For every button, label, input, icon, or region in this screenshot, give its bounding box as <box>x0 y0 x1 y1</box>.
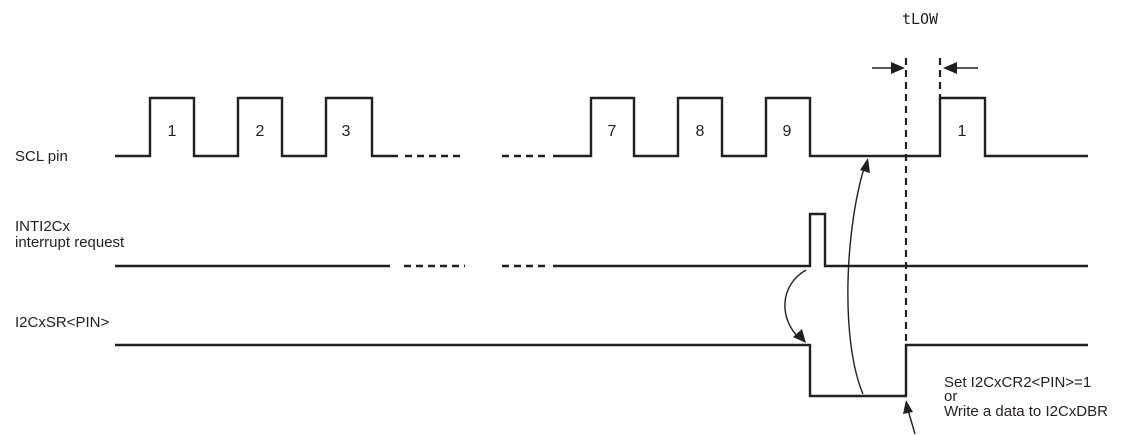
note-line-write-data: Write a data to I2CxDBR <box>944 403 1108 420</box>
inti2c-label-line2: interrupt request <box>15 234 125 251</box>
pin-flag-waveform <box>115 343 1088 398</box>
scl-pulse-number: 8 <box>696 123 705 140</box>
tlow-label: tLOW <box>902 10 939 28</box>
note-line-set-pin: Set I2CxCR2<PIN>=1 <box>944 374 1091 391</box>
interrupt-to-pin-arrow <box>784 269 807 340</box>
scl-pulse-number: 3 <box>342 123 351 140</box>
inti2c-waveform <box>115 212 1088 268</box>
pin-to-scl-arrow <box>847 161 867 395</box>
software-action-arrowhead <box>903 400 913 414</box>
scl-wave-left <box>115 96 398 158</box>
pin-to-scl-arrowhead <box>860 158 870 173</box>
scl-pulse-number: 2 <box>256 123 265 140</box>
scl-pulse-number: 9 <box>783 123 792 140</box>
pin-flag-label: I2CxSR<PIN> <box>15 314 109 331</box>
inti2c-label-line1: INTI2Cx <box>15 218 71 235</box>
scl-pin-label: SCL pin <box>15 148 68 165</box>
interrupt-to-pin-arrowhead <box>793 329 806 343</box>
scl-pulse-number: 7 <box>608 123 617 140</box>
scl-pulse-number: 1 <box>958 123 967 140</box>
scl-waveform <box>115 96 1088 158</box>
note-line-or: or <box>944 388 957 405</box>
inti2c-wave-right <box>553 212 1088 268</box>
software-action-arrow <box>907 409 916 435</box>
scl-pulse-number: 1 <box>168 123 177 140</box>
tlow-left-arrowhead <box>891 62 905 74</box>
scl-wave-right <box>553 96 1088 158</box>
tlow-right-arrowhead <box>943 62 957 74</box>
